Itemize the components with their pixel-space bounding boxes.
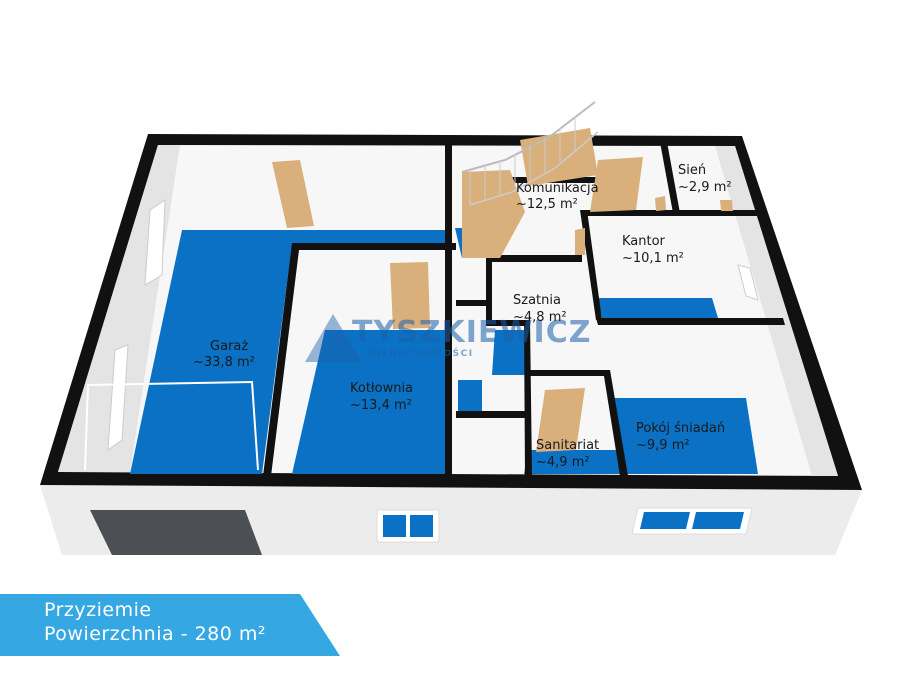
floor-kotlownia <box>292 330 450 474</box>
watermark: TYSZKIEWICZ NIERUCHOMOŚCI <box>305 314 591 362</box>
floor-info-banner: Przyziemie Powierzchnia - 280 m² <box>0 594 340 656</box>
floor-sanitariat <box>524 450 622 474</box>
staircase <box>461 101 599 258</box>
floor-kantor <box>598 298 718 318</box>
svg-text:Komunikacja: Komunikacja <box>516 181 599 196</box>
floor-garaz <box>130 230 445 474</box>
logo-triangle-icon <box>305 314 362 362</box>
right-inner-wall <box>715 146 838 476</box>
svg-text:Szatnia: Szatnia <box>513 293 561 308</box>
room-label-kantor: Kantor ~10,1 m² <box>622 234 684 266</box>
svg-text:~33,8 m²: ~33,8 m² <box>193 355 255 370</box>
doors <box>272 157 733 452</box>
garage-door <box>90 510 262 555</box>
room-label-kotlownia: Kotłownia ~13,4 m² <box>350 381 413 413</box>
floor-name: Przyziemie <box>44 599 152 621</box>
svg-text:Sień: Sień <box>678 163 706 178</box>
svg-text:Kotłownia: Kotłownia <box>350 381 413 396</box>
floor-area: Powierzchnia - 280 m² <box>44 623 267 645</box>
svg-text:~12,5 m²: ~12,5 m² <box>516 197 578 212</box>
watermark-brand: TYSZKIEWICZ <box>352 315 591 350</box>
room-label-komunikacja: Komunikacja ~12,5 m² <box>516 181 599 212</box>
svg-text:~10,1 m²: ~10,1 m² <box>622 251 684 266</box>
svg-text:~9,9 m²: ~9,9 m² <box>636 438 690 453</box>
front-window-left <box>376 509 440 543</box>
room-label-sien: Sień ~2,9 m² <box>678 163 732 195</box>
svg-text:~2,9 m²: ~2,9 m² <box>678 180 732 195</box>
svg-text:~4,8 m²: ~4,8 m² <box>513 310 567 325</box>
garage-door-frame <box>84 380 259 471</box>
floor-hall <box>458 380 482 412</box>
room-label-sanitariat: Sanitariat ~4,9 m² <box>536 438 599 470</box>
floor-szatnia <box>492 330 530 375</box>
svg-text:Garaż: Garaż <box>210 339 248 354</box>
room-label-szatnia: Szatnia ~4,8 m² <box>513 293 567 325</box>
side-windows <box>107 199 759 452</box>
watermark-tagline: NIERUCHOMOŚCI <box>368 347 474 359</box>
room-label-garaz: Garaż ~33,8 m² <box>193 339 255 370</box>
front-window-right <box>631 507 753 535</box>
svg-text:Pokój śniadań: Pokój śniadań <box>636 421 725 436</box>
room-label-pokoj-sniadan: Pokój śniadań ~9,9 m² <box>636 421 725 453</box>
floor-pokoj-sniadan <box>612 398 758 474</box>
svg-text:~4,9 m²: ~4,9 m² <box>536 455 590 470</box>
svg-text:Kantor: Kantor <box>622 234 666 249</box>
svg-text:~13,4 m²: ~13,4 m² <box>350 398 412 413</box>
svg-text:Sanitariat: Sanitariat <box>536 438 599 453</box>
